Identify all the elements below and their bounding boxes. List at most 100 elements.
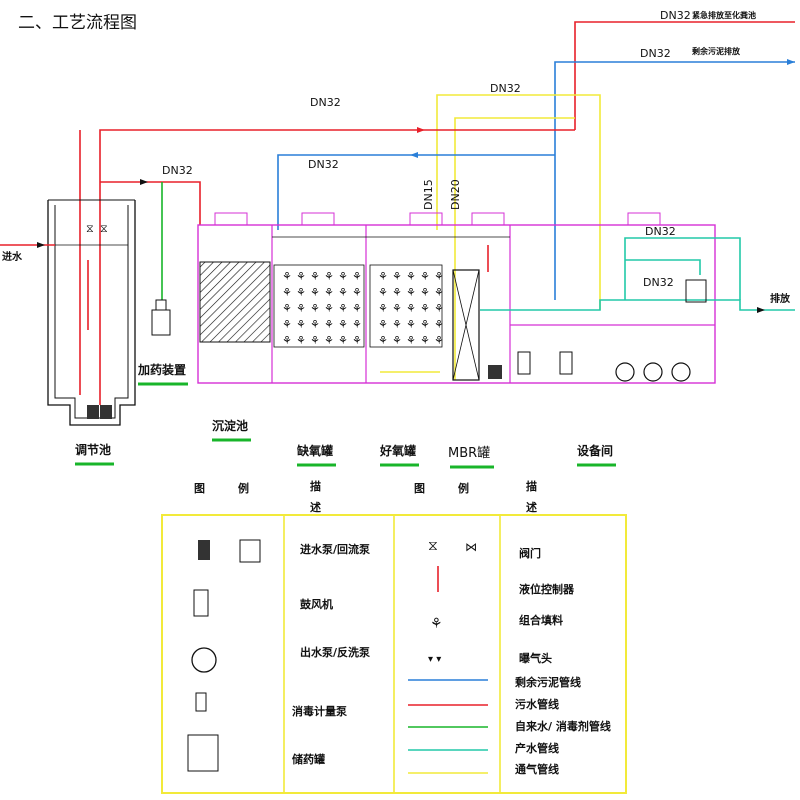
combined-packing-icon: ⚘ <box>324 302 334 315</box>
combined-packing-icon: ⚘ <box>406 270 416 283</box>
vent-pipe-top <box>436 94 601 310</box>
pump-icon <box>100 405 112 419</box>
combined-packing-icon: ⚘ <box>406 318 416 331</box>
excess-sludge-dn-label: DN32 <box>640 47 671 60</box>
legend-item-left: 鼓风机 <box>300 597 333 611</box>
dosing-tank-icon <box>685 279 707 303</box>
legend-symbol-header-left: 图 例 <box>194 481 249 495</box>
backwash-pump-icon <box>615 362 635 382</box>
combined-packing-icon: ⚘ <box>282 286 292 299</box>
combined-packing-icon: ⚘ <box>420 286 430 299</box>
product-water-loop <box>625 259 701 275</box>
combined-packing-icon: ⚘ <box>352 270 362 283</box>
combined-packing-icon: ⚘ <box>434 302 444 315</box>
combined-packing-icon: ⚘ <box>420 302 430 315</box>
sedimentation-label: 沉淀池 <box>212 418 248 433</box>
regulating-tank-outer <box>47 200 136 426</box>
combined-packing-icon: ⚘ <box>430 616 443 632</box>
combined-packing-icon: ⚘ <box>420 270 430 283</box>
combined-packing-icon: ⚘ <box>338 286 348 299</box>
dosing-pump-icon <box>155 299 167 311</box>
combined-packing-icon: ⚘ <box>296 302 306 315</box>
regulating-tank-inner <box>54 205 129 419</box>
combined-packing-icon: ⚘ <box>378 270 388 283</box>
blower-icon <box>488 365 502 379</box>
combined-packing-icon: ⚘ <box>352 302 362 315</box>
combined-packing-icon: ⚘ <box>378 334 388 347</box>
combined-packing-icon: ⚘ <box>420 334 430 347</box>
sedimentation-media <box>199 261 271 343</box>
legend-item-right: 剩余污泥管线 <box>515 675 581 689</box>
blue-return-arrow <box>410 152 418 158</box>
aerobic-label: 好氧罐 <box>379 443 416 458</box>
combined-packing-icon: ⚘ <box>296 318 306 331</box>
combined-packing-icon: ⚘ <box>282 302 292 315</box>
outlet-arrow <box>757 307 765 313</box>
legend-item-right: 自来水/ 消毒剂管线 <box>515 719 611 733</box>
legend-item-left: 出水泵/反洗泵 <box>300 645 370 659</box>
aerobic-packing-frame <box>369 264 443 348</box>
dn20-label: DN20 <box>449 179 462 210</box>
outlet-pump-icon <box>643 362 663 382</box>
treatment-tank-body <box>197 224 716 384</box>
combined-packing-icon: ⚘ <box>378 302 388 315</box>
legend-item-right: 组合填料 <box>519 613 563 627</box>
combined-packing-icon: ⚘ <box>324 286 334 299</box>
legend-item-right: 液位控制器 <box>519 582 575 596</box>
valve-icon: ⧖ <box>86 222 94 235</box>
return-pump-icon <box>239 539 261 563</box>
combined-packing-icon: ⚘ <box>434 270 444 283</box>
combined-packing-icon: ⚘ <box>338 302 348 315</box>
combined-packing-icon: ⚘ <box>434 334 444 347</box>
tank-lid <box>409 212 443 226</box>
combined-packing-icon: ⚘ <box>324 334 334 347</box>
legend-item-right: 曝气头 <box>519 651 552 665</box>
combined-packing-icon: ⚘ <box>420 318 430 331</box>
combined-packing-icon: ⚘ <box>338 270 348 283</box>
combined-packing-icon: ⚘ <box>434 286 444 299</box>
combined-packing-icon: ⚘ <box>434 318 444 331</box>
legend-item-right: 阀门 <box>519 546 541 560</box>
anoxic-packing-frame <box>273 264 365 348</box>
combined-packing-icon: ⚘ <box>392 270 402 283</box>
tank-lid <box>214 212 248 226</box>
dosing-tank-icon <box>151 309 171 336</box>
combined-packing-icon: ⚘ <box>310 318 320 331</box>
emergency-dn-label: DN32 <box>660 9 691 22</box>
regulating-tank-label: 调节池 <box>75 442 111 457</box>
combined-packing-icon: ⚘ <box>282 318 292 331</box>
metering-pump-icon <box>195 692 207 712</box>
combined-packing-icon: ⚘ <box>352 318 362 331</box>
combined-packing-icon: ⚘ <box>392 302 402 315</box>
vent-pipe-dn20 <box>454 117 575 380</box>
combined-packing-group: ⚘⚘⚘⚘⚘⚘⚘⚘⚘⚘⚘⚘⚘⚘⚘⚘⚘⚘⚘⚘⚘⚘⚘⚘⚘⚘⚘⚘⚘⚘⚘⚘⚘⚘⚘⚘⚘⚘⚘⚘… <box>282 270 444 347</box>
raw-water-main-pipe <box>99 129 575 405</box>
valve-icon: ⧖ <box>428 538 438 554</box>
combined-packing-icon: ⚘ <box>378 318 388 331</box>
legend-item-right: 污水管线 <box>515 697 559 711</box>
excess-sludge-arrow <box>787 59 795 65</box>
inlet-label: 进水 <box>2 250 23 263</box>
tank-lid <box>471 212 505 226</box>
equipment-room-label: 设备间 <box>577 443 613 458</box>
yellow-dn32-label: DN32 <box>490 82 521 95</box>
legend-desc-header-right-1: 描 <box>526 479 537 493</box>
dosing-dn32-label: DN32 <box>162 164 193 177</box>
legend-item-left: 储药罐 <box>292 752 325 766</box>
tank-lid <box>627 212 661 226</box>
legend-desc-header-left-1: 描 <box>310 479 321 493</box>
legend-desc-header-right-2: 述 <box>526 500 537 514</box>
dosing-device-label: 加药装置 <box>137 362 186 377</box>
combined-packing-icon: ⚘ <box>296 270 306 283</box>
mbr-module <box>452 269 480 381</box>
aerator-icon: ▾ ▾ <box>428 654 441 665</box>
dosing-supply-pipe <box>100 181 201 225</box>
combined-packing-icon: ⚘ <box>310 286 320 299</box>
excess-sludge-pipe <box>554 61 795 155</box>
combined-packing-icon: ⚘ <box>324 318 334 331</box>
equip-dn32-b-label: DN32 <box>643 276 674 289</box>
inlet-arrow <box>37 242 45 248</box>
emergency-text-label: 紧急排放至化粪池 <box>692 10 756 20</box>
combined-packing-icon: ⚘ <box>406 302 416 315</box>
red-main-arrow <box>417 127 425 133</box>
